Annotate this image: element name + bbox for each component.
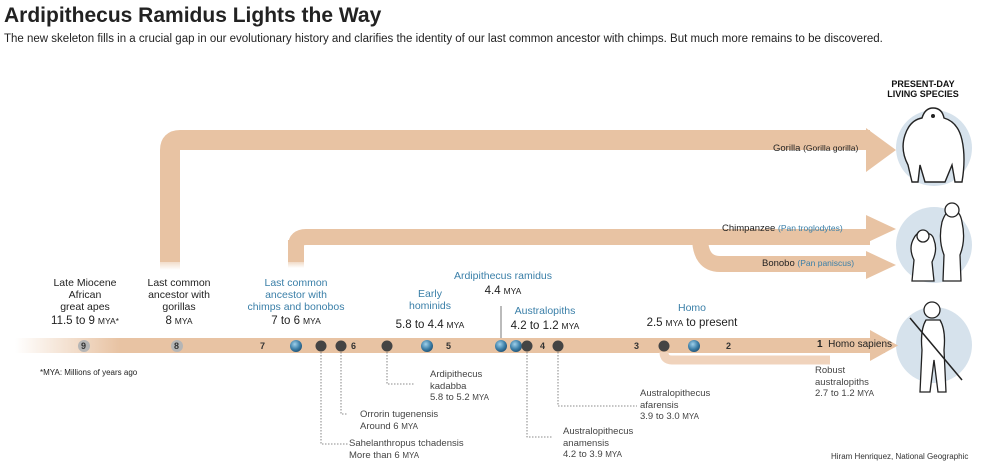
robust-branch — [659, 351, 830, 365]
globe-marker — [510, 340, 522, 352]
gorilla-label: Gorilla (Gorilla gorilla) — [773, 143, 859, 154]
marker-7: 7 — [260, 341, 266, 351]
bonobo-branch — [692, 236, 870, 272]
fossil-dot — [315, 340, 327, 352]
globe-marker — [688, 340, 700, 352]
gorilla-illustration — [902, 107, 965, 183]
chimp-arrowhead — [866, 215, 896, 243]
fossil-dot — [335, 340, 347, 352]
present-day-heading: PRESENT-DAY LIVING SPECIES — [887, 79, 959, 99]
globe-marker — [421, 340, 433, 352]
chimp-ancestor-label: Last common ancestor with chimps and bon… — [247, 277, 345, 327]
bonobo-label: Bonobo (Pan paniscus) — [762, 258, 855, 269]
early-hominids-label: Early hominids 5.8 to 4.4 MYA — [395, 288, 465, 331]
human-illustration — [909, 301, 963, 393]
timeline-arrowhead — [870, 330, 898, 361]
robust-australopiths-label: Robust australopiths 2.7 to 1.2 MYA — [815, 365, 875, 399]
afarensis-label: Australopithecus afarensis 3.9 to 3.0 MY… — [640, 388, 711, 422]
bonobo-illustration — [939, 202, 965, 282]
fossil-dot — [521, 340, 533, 352]
leader-lines — [320, 352, 637, 445]
anamensis-label: Australopithecus anamensis 4.2 to 3.9 MY… — [563, 426, 634, 460]
kadabba-label: Ardipithecus kadabba 5.8 to 5.2 MYA — [430, 369, 490, 403]
globe-marker — [290, 340, 302, 352]
chimp-illustration — [910, 229, 937, 282]
gorilla-branch — [160, 130, 870, 262]
chimpanzee-label: Chimpanzee (Pan troglodytes) — [722, 223, 843, 234]
globe-marker — [495, 340, 507, 352]
fossil-dot — [381, 340, 393, 352]
page-subtitle: The new skeleton fills in a crucial gap … — [4, 33, 883, 45]
mya-footnote: *MYA: Millions of years ago — [40, 368, 138, 377]
marker-2: 2 — [726, 341, 732, 351]
gorilla-ancestor-label: Last common ancestor with gorillas 8 MYA — [147, 277, 211, 327]
sahelanthropus-label: Sahelanthropus tchadensis More than 6 MY… — [349, 438, 464, 461]
marker-6: 6 — [351, 341, 357, 351]
marker-3: 3 — [634, 341, 640, 351]
homo-sapiens-label: 1 Homo sapiens — [817, 339, 893, 350]
marker-4: 4 — [540, 341, 546, 351]
fossil-dot — [658, 340, 670, 352]
page-title: Ardipithecus Ramidus Lights the Way — [4, 4, 382, 27]
homo-label: Homo 2.5 MYA to present — [646, 302, 738, 329]
ardipithecus-ramidus-label: Ardipithecus ramidus 4.4 MYA — [453, 270, 553, 297]
marker-9: 9 — [81, 341, 87, 351]
bonobo-arrowhead — [866, 251, 896, 279]
fossil-dot — [552, 340, 564, 352]
australopiths-label: Australopiths 4.2 to 1.2 MYA — [510, 305, 580, 332]
marker-8: 8 — [174, 341, 180, 351]
credit-line: Hiram Henriquez, National Geographic — [831, 452, 969, 461]
marker-5: 5 — [446, 341, 452, 351]
orrorin-label: Orrorin tugenensis Around 6 MYA — [360, 409, 439, 432]
great-apes-label: Late Miocene African great apes 11.5 to … — [51, 277, 119, 327]
gorilla-arrowhead — [866, 128, 896, 172]
